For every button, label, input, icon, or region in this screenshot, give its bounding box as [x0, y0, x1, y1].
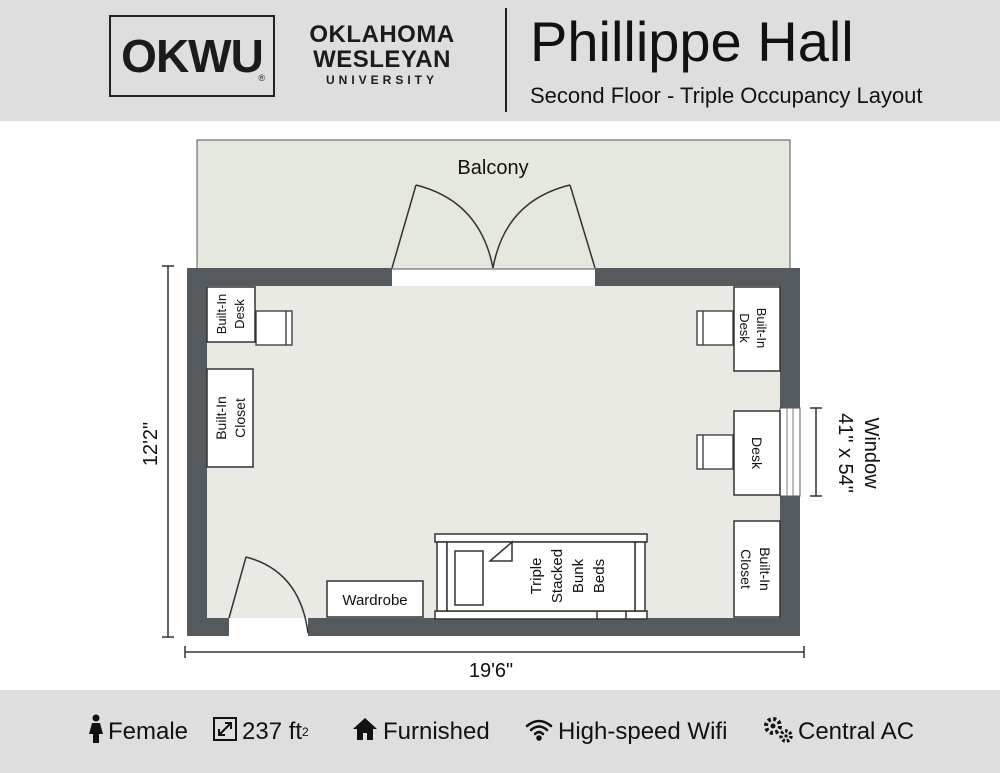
left-desk-chair [255, 310, 293, 346]
feature-central-ac: Central AC [762, 716, 914, 748]
gears-icon [762, 714, 794, 751]
window-label: Window [860, 417, 882, 489]
right-built-in-closet: Built-In Closet [733, 520, 781, 618]
right-desk-chair [696, 434, 734, 470]
balcony [196, 139, 791, 270]
left-built-in-desk: Built-In Desk [206, 286, 256, 343]
area-icon [212, 716, 238, 749]
university-line-1: OKLAHOMA [309, 21, 455, 48]
hall-subtitle: Second Floor - Triple Occupancy Layout [530, 83, 923, 108]
feature-furnished-label: Furnished [383, 718, 490, 745]
right-closet-label-2: Closet [738, 549, 754, 589]
balcony-label: Balcony [457, 157, 528, 179]
width-dimension-line [184, 646, 805, 658]
triple-bunk-beds [434, 533, 648, 620]
right-closet-label-1: Built-In [757, 547, 773, 591]
home-icon [351, 716, 379, 749]
bunk-beds-label-4: Beds [591, 559, 608, 593]
window [779, 407, 801, 497]
feature-area-label: 237 ft [242, 718, 303, 745]
female-icon [88, 714, 104, 751]
height-dimension-line [162, 265, 174, 638]
hall-title: Phillippe Hall [530, 10, 854, 73]
left-desk-label-1: Built-In [214, 294, 229, 334]
feature-female-label: Female [108, 718, 189, 745]
right-built-in-desk: Built-In Desk [733, 286, 781, 372]
bunk-beds-label-3: Bunk [570, 558, 587, 593]
left-closet-label-1: Built-In [213, 396, 229, 440]
wardrobe-label: Wardrobe [342, 592, 407, 609]
left-built-in-closet: Built-In Closet [206, 368, 254, 468]
right-desk-top-label-1: Built-In [754, 308, 769, 348]
window-size: 41" x 54" [834, 413, 856, 493]
right-desk: Desk [733, 410, 781, 496]
university-line-2: WESLEYAN [313, 46, 451, 73]
feature-female: Female [88, 714, 189, 751]
entry-door [228, 556, 309, 636]
feature-area-sup: 2 [302, 725, 309, 739]
floor-plan-drawing: Balcony [140, 139, 882, 682]
right-top-desk-chair [696, 310, 734, 346]
university-line-3: UNIVERSITY [325, 73, 438, 87]
balcony-door [391, 184, 596, 269]
right-desk-label: Desk [749, 437, 765, 470]
window-dimension-line [810, 407, 822, 497]
left-closet-label-2: Closet [232, 398, 248, 438]
header-divider [505, 8, 507, 112]
feature-central-ac-label: Central AC [798, 718, 915, 745]
left-desk-label-2: Desk [232, 299, 247, 329]
university-name: OKLAHOMA WESLEYAN UNIVERSITY [296, 22, 468, 88]
feature-wifi-label: High-speed Wifi [558, 718, 728, 745]
feature-wifi: High-speed Wifi [524, 716, 727, 748]
bunk-beds-label-2: Stacked [549, 549, 566, 603]
header: OKWU ® OKLAHOMA WESLEYAN UNIVERSITY Phil… [0, 0, 1000, 121]
okwu-logo: OKWU ® [109, 15, 275, 97]
wifi-icon [524, 717, 554, 748]
feature-furnished: Furnished [351, 716, 490, 748]
bunk-beds-label-1: Triple [528, 558, 545, 595]
width-dimension-label: 19'6" [469, 660, 513, 682]
right-desk-top-label-2: Desk [737, 313, 752, 343]
logo-text: OKWU [121, 30, 264, 82]
height-dimension-label: 12'2" [140, 422, 162, 466]
walls [187, 268, 800, 636]
logo-registered-mark: ® [258, 73, 265, 83]
wardrobe: Wardrobe [326, 580, 424, 618]
floor-plan: Balcony [0, 121, 1000, 690]
